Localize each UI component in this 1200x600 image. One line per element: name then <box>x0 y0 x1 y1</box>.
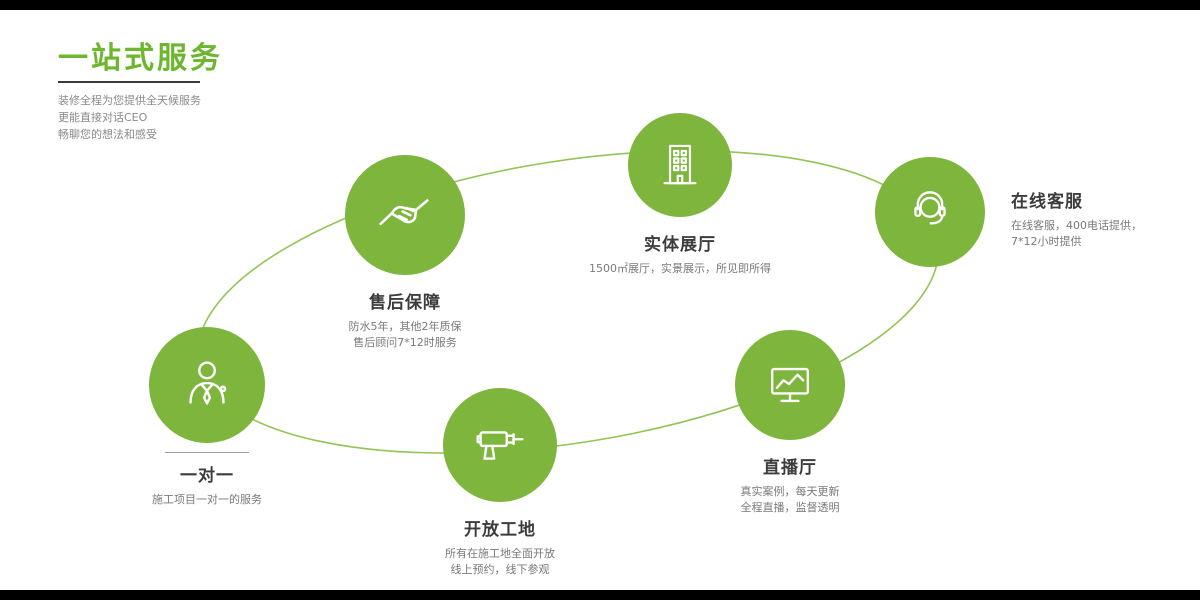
node-online-service: 在线客服 在线客服，400电话提供， 7*12小时提供 <box>875 157 1200 267</box>
node-desc-line: 全程直播，监督透明 <box>740 501 840 514</box>
page-title: 一站式服务 <box>58 41 223 76</box>
live-hall-circle <box>735 330 845 440</box>
header: 一站式服务 装修全程为您提供全天候服务 更能直接对话CEO 畅聊您的想法和感受 <box>58 42 223 143</box>
node-label: 售后保障 <box>369 293 441 313</box>
title-underline <box>58 81 200 83</box>
node-label: 开放工地 <box>464 520 536 540</box>
node-desc-line: 防水5年，其他2年质保 <box>348 320 462 333</box>
node-desc-line: 所有在施工地全面开放 <box>445 547 555 560</box>
one-on-one-circle <box>149 327 265 443</box>
top-black-bar <box>0 0 1200 10</box>
online-service-textblock: 在线客服 在线客服，400电话提供， 7*12小时提供 <box>1011 187 1200 250</box>
subtitle-block: 装修全程为您提供全天候服务 更能直接对话CEO 畅聊您的想法和感受 <box>58 92 223 143</box>
node-desc-line: 在线客服，400电话提供， <box>1011 219 1142 232</box>
headset-icon <box>900 182 960 242</box>
online-service-circle <box>875 157 985 267</box>
bottom-black-bar <box>0 590 1200 600</box>
node-after-sale: 售后保障 防水5年，其他2年质保 售后顾问7*12时服务 <box>315 155 495 351</box>
showroom-circle <box>628 113 732 217</box>
monitor-chart-icon <box>760 355 820 415</box>
node-showroom: 实体展厅 1500㎡展厅，实景展示，所见即所得 <box>572 113 788 277</box>
node-label: 在线客服 <box>1011 192 1083 212</box>
node-desc-line: 施工项目一对一的服务 <box>152 493 262 506</box>
handshake-icon <box>373 183 437 247</box>
label-divider <box>165 452 249 453</box>
node-one-on-one: 一对一 施工项目一对一的服务 <box>115 327 299 508</box>
node-label: 直播厅 <box>763 458 817 478</box>
node-label: 实体展厅 <box>644 235 716 255</box>
node-live-hall: 直播厅 真实案例，每天更新 全程直播，监督透明 <box>700 330 880 516</box>
open-site-circle <box>443 388 557 502</box>
node-desc-line: 售后顾问7*12时服务 <box>353 336 457 349</box>
drill-icon <box>469 414 531 476</box>
node-open-site: 开放工地 所有在施工地全面开放 线上预约，线下参观 <box>408 388 592 578</box>
node-desc-line: 1500㎡展厅，实景展示，所见即所得 <box>589 262 771 275</box>
node-desc-line: 7*12小时提供 <box>1011 235 1082 248</box>
after-sale-circle <box>345 155 465 275</box>
subtitle-line: 畅聊您的想法和感受 <box>58 128 157 141</box>
node-desc-line: 线上预约，线下参观 <box>450 563 550 576</box>
subtitle-line: 更能直接对话CEO <box>58 111 148 124</box>
node-desc-line: 真实案例，每天更新 <box>740 485 840 498</box>
person-icon <box>176 354 238 416</box>
subtitle-line: 装修全程为您提供全天候服务 <box>58 94 201 107</box>
node-label: 一对一 <box>180 466 234 486</box>
building-icon <box>651 136 709 194</box>
